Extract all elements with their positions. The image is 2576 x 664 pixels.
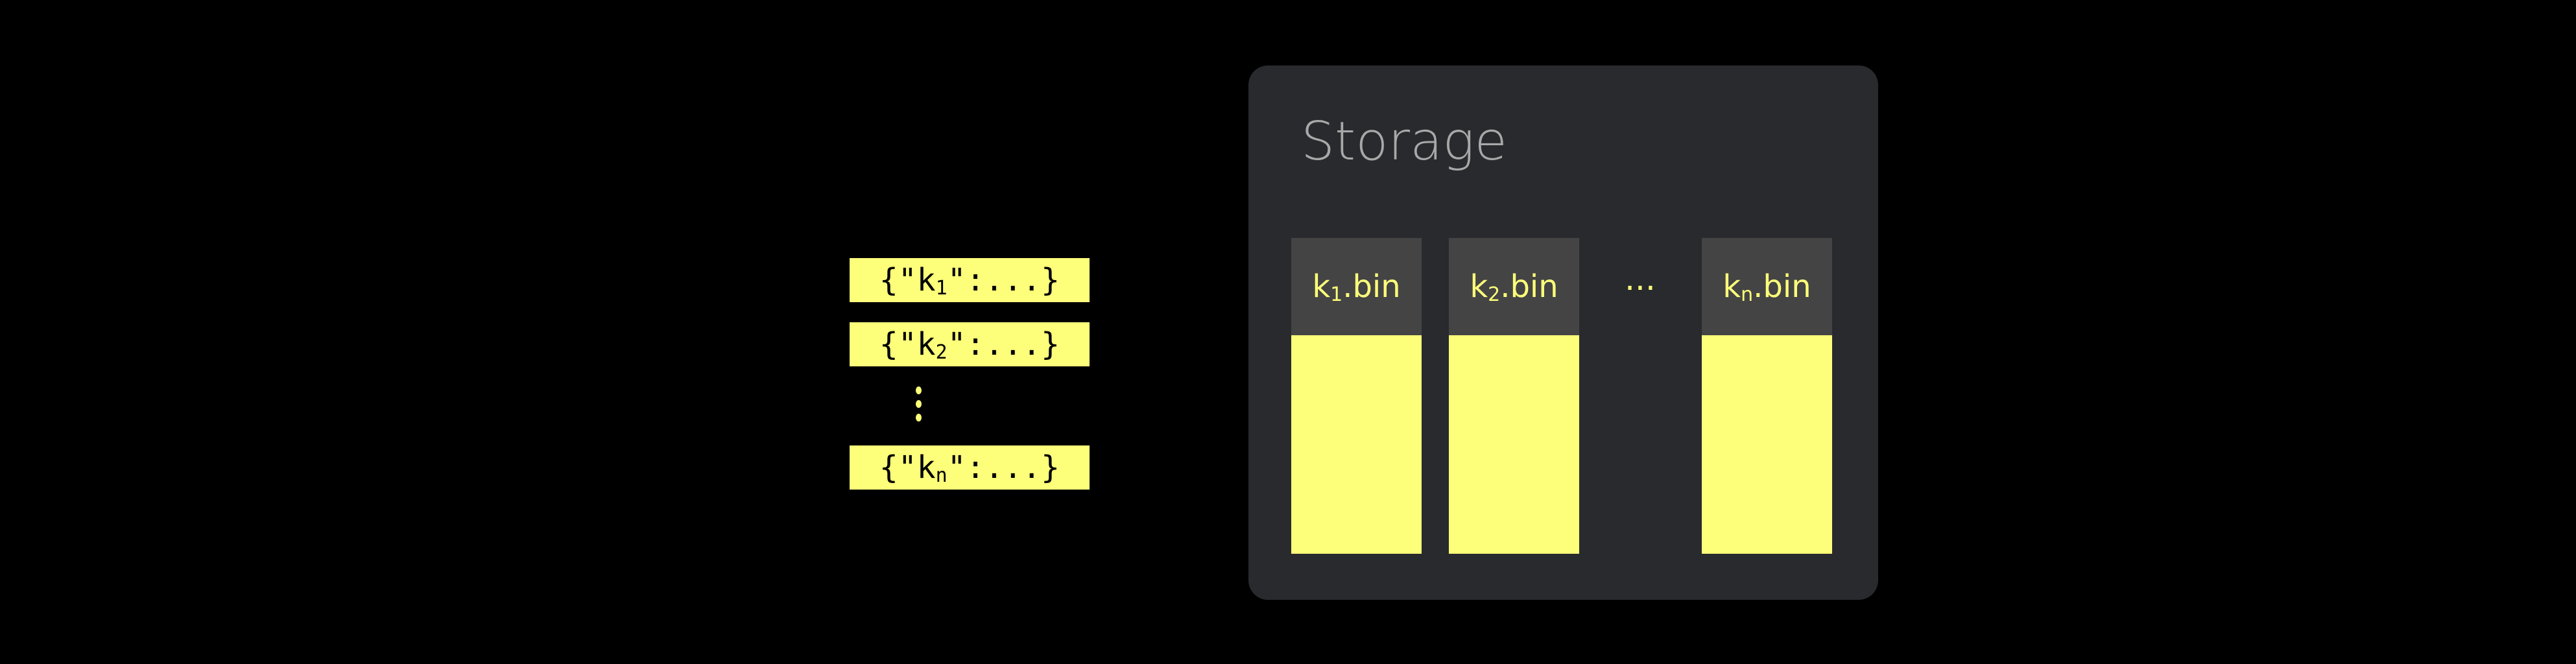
storage-panel: Storage k1.bin k2.bin ... kn.bin	[1248, 65, 1878, 600]
record-key-prefix: {"k	[879, 449, 936, 486]
horizontal-ellipsis: ...	[1625, 260, 1656, 298]
file-label: k1.bin	[1291, 238, 1422, 335]
json-record-2: {"k2":...}	[850, 322, 1090, 366]
json-record-1: {"k1":...}	[850, 258, 1090, 302]
file-k1-bin: k1.bin	[1291, 238, 1422, 554]
file-kn-bin: kn.bin	[1702, 238, 1832, 554]
record-key-subscript: n	[935, 464, 948, 487]
record-key-subscript: 1	[935, 277, 948, 300]
file-label: kn.bin	[1702, 238, 1832, 335]
file-subscript: 2	[1488, 283, 1501, 306]
file-body	[1291, 335, 1422, 554]
file-body	[1702, 335, 1832, 554]
file-suffix: .bin	[1753, 268, 1811, 305]
file-prefix: k	[1470, 268, 1488, 305]
json-record-n: {"kn":...}	[850, 445, 1090, 490]
record-key-prefix: {"k	[879, 326, 936, 362]
record-key-prefix: {"k	[879, 262, 936, 298]
file-k2-bin: k2.bin	[1449, 238, 1579, 554]
vertical-ellipsis-icon	[911, 386, 925, 429]
file-prefix: k	[1723, 268, 1741, 305]
record-key-suffix: ":...}	[947, 326, 1060, 362]
file-subscript: n	[1741, 283, 1754, 306]
file-label: k2.bin	[1449, 238, 1579, 335]
file-body	[1449, 335, 1579, 554]
record-key-subscript: 2	[935, 341, 948, 364]
record-key-suffix: ":...}	[947, 449, 1060, 486]
file-prefix: k	[1312, 268, 1331, 305]
file-suffix: .bin	[1500, 268, 1558, 305]
storage-title: Storage	[1301, 111, 1507, 172]
file-suffix: .bin	[1342, 268, 1401, 305]
record-key-suffix: ":...}	[947, 262, 1060, 298]
file-subscript: 1	[1330, 283, 1343, 306]
